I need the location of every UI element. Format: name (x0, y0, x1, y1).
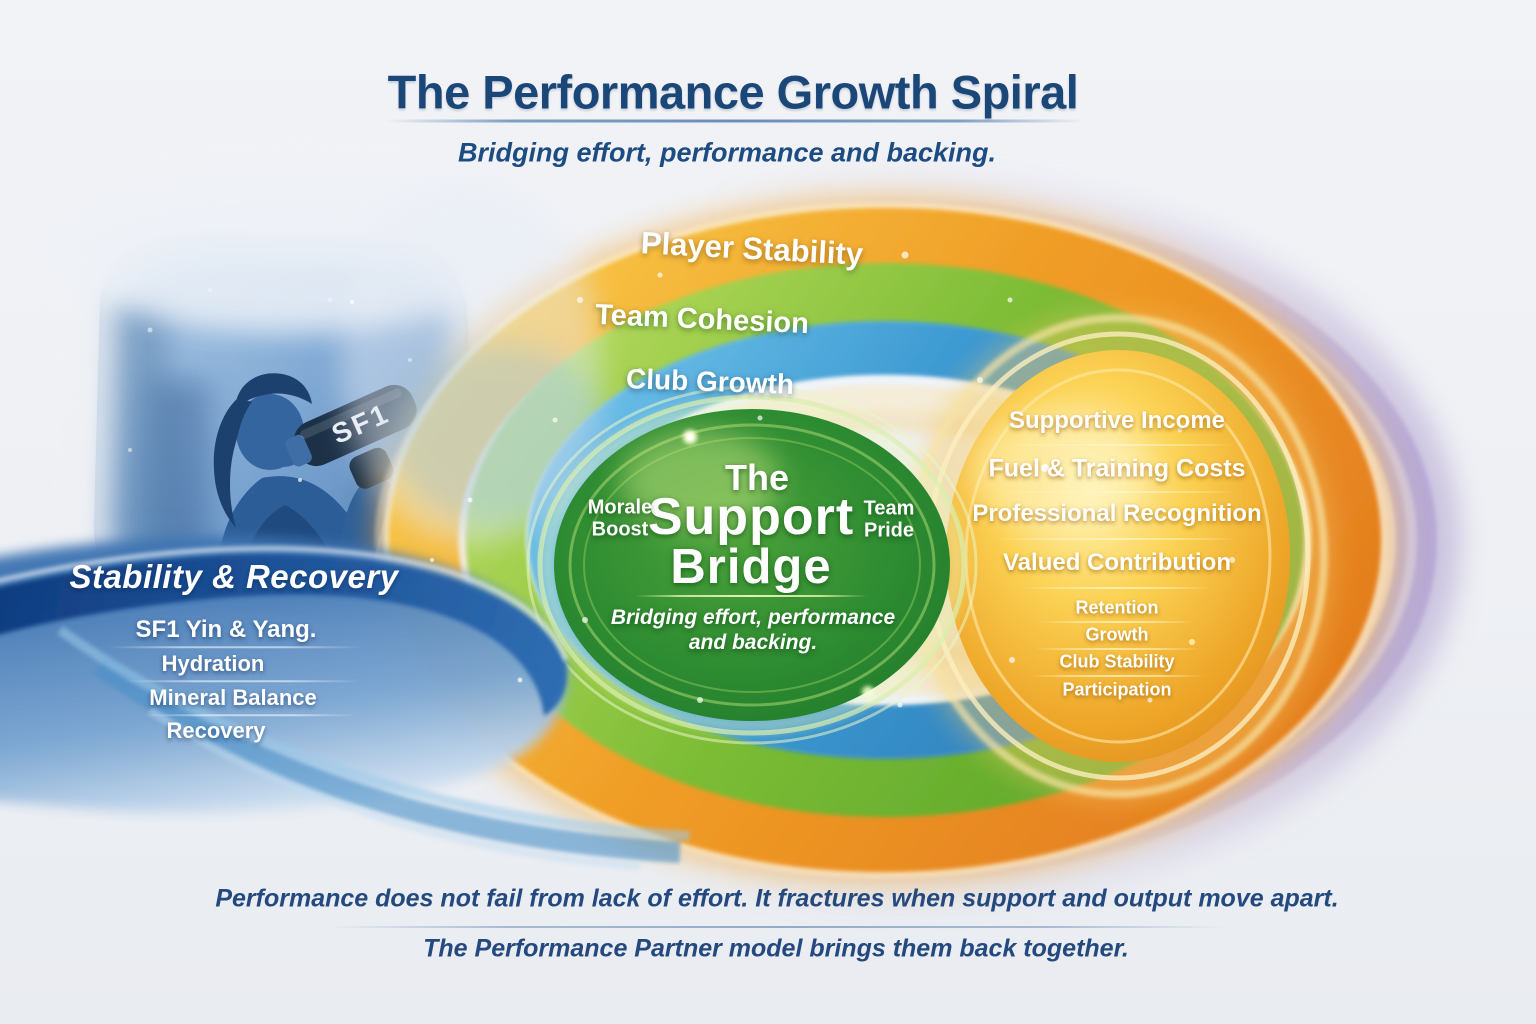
sparkle-dots (298, 251, 1235, 708)
income-item-fuel-training-costs: Fuel & Training Costs (988, 454, 1246, 483)
bridge-note-team-pride: Team Pride (863, 497, 915, 542)
recovery-item-sf1-yin-yang: SF1 Yin & Yang. (135, 616, 317, 643)
income-divider (999, 491, 1235, 493)
income-divider (1039, 621, 1195, 623)
income-subitem-participation: Participation (1062, 679, 1172, 700)
income-divider (1029, 675, 1205, 677)
income-circle (903, 311, 1333, 801)
bridge-divider (635, 595, 867, 597)
income-divider (1022, 587, 1212, 589)
bridge-note-morale-boost: Morale Boost (587, 496, 653, 541)
title-divider (385, 119, 1085, 123)
income-divider (998, 538, 1236, 540)
income-item-supportive-income: Supportive Income (1008, 407, 1226, 434)
income-subitem-club-stability: Club Stability (1059, 651, 1175, 672)
bridge-caption: Bridging effort, performance and backing… (610, 605, 896, 654)
footer-divider (329, 926, 1225, 928)
footer-line1: Performance does not fail from lack of e… (215, 884, 1339, 913)
ring-label-club-growth: Club Growth (625, 363, 795, 400)
bridge-title-line1: The (724, 457, 790, 498)
income-divider (1034, 648, 1200, 650)
recovery-item-mineral-balance: Mineral Balance (149, 685, 317, 710)
recovery-wave (0, 536, 691, 870)
recovery-divider (123, 680, 361, 682)
bridge-title-line3: Bridge (670, 540, 832, 594)
page-title: The Performance Growth Spiral (387, 65, 1079, 119)
recovery-item-recovery: Recovery (166, 718, 266, 743)
recovery-panel-title: Stability & Recovery (69, 558, 399, 595)
income-item-professional-recognition: Professional Recognition (972, 500, 1262, 527)
support-bridge-ellipse (526, 385, 978, 745)
page-subtitle: Bridging effort, performance and backing… (457, 137, 997, 168)
income-item-valued-contribution: Valued Contribution (1003, 549, 1231, 576)
bridge-title-line2: Support (647, 488, 855, 546)
footer-line2: The Performance Partner model brings the… (423, 934, 1129, 963)
recovery-item-hydration: Hydration (161, 651, 265, 676)
income-subitem-growth: Growth (1085, 624, 1149, 645)
income-divider (1002, 444, 1232, 446)
recovery-divider (106, 646, 362, 648)
recovery-divider (142, 714, 358, 716)
income-subitem-retention: Retention (1075, 597, 1159, 618)
